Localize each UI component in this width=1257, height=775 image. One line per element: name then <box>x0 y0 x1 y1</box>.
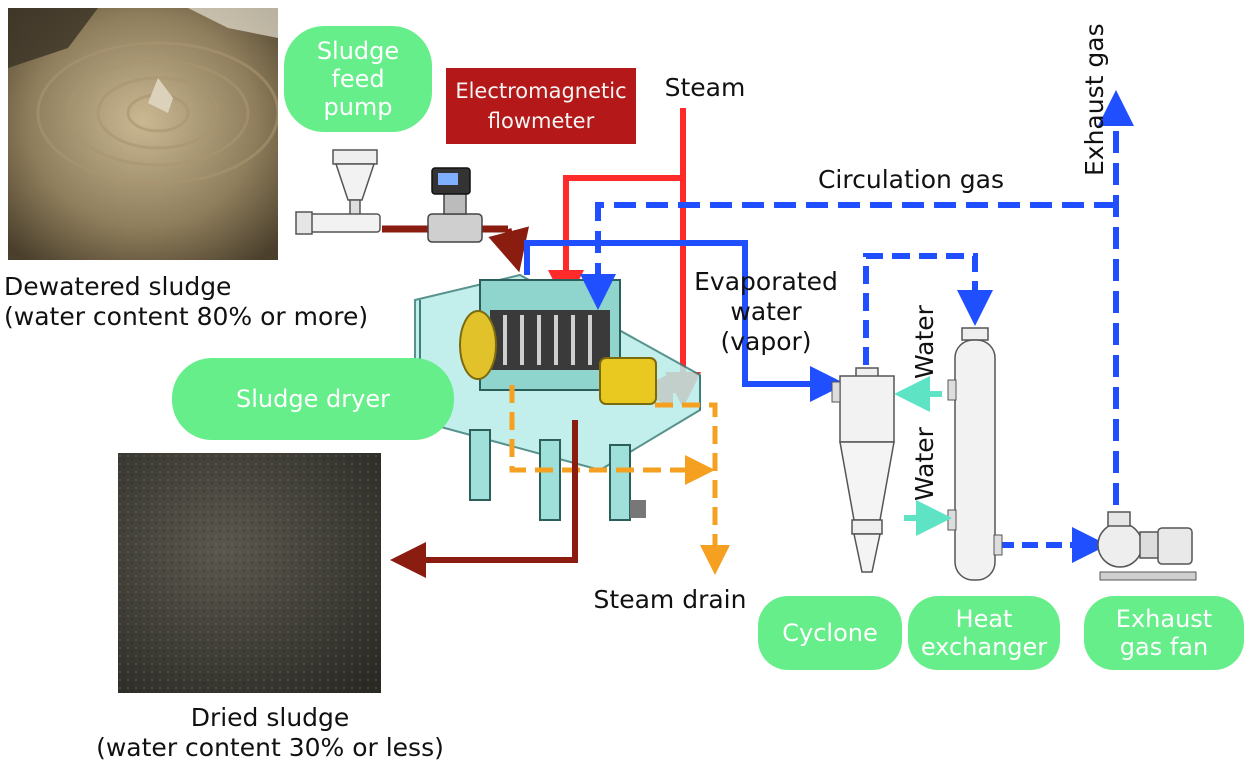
cyclone-icon <box>831 367 895 573</box>
dewatered-sludge-label: Dewatered sludge (water content 80% or m… <box>4 272 369 331</box>
electromagnetic-flowmeter-label: Electromagnetic flowmeter <box>446 68 636 144</box>
sludge-dryer-machine-icon <box>414 273 701 521</box>
circulation-gas-label: Circulation gas <box>817 165 1005 194</box>
dried-sludge-photo <box>118 453 381 693</box>
flowmeter-icon <box>427 167 483 243</box>
water-bottom-label: Water <box>910 427 939 501</box>
dewatered-sludge-photo <box>8 8 278 260</box>
dewatered-sludge-image <box>8 8 278 260</box>
steam-drain-label: Steam drain <box>593 585 747 614</box>
cyclone-label: Cyclone <box>758 596 902 670</box>
heat-exchanger-label: Heat exchanger <box>908 596 1060 670</box>
evaporated-water-label: Evaporated water (vapor) <box>694 267 838 356</box>
dried-sludge-image <box>118 453 381 693</box>
exhaust-gas-fan-icon <box>1097 511 1197 581</box>
steam-label: Steam <box>664 73 746 102</box>
dried-sludge-label: Dried sludge (water content 30% or less) <box>96 703 444 762</box>
exhaust-gas-fan-label: Exhaust gas fan <box>1084 596 1244 670</box>
sludge-dryer-label: Sludge dryer <box>172 358 454 440</box>
sludge-feed-pump-icon <box>295 149 381 235</box>
water-top-label: Water <box>910 305 939 379</box>
heat-exchanger-icon <box>947 327 1003 581</box>
exhaust-gas-label: Exhaust gas <box>1080 23 1109 176</box>
sludge-feed-pump-label: Sludge feed pump <box>284 26 432 132</box>
